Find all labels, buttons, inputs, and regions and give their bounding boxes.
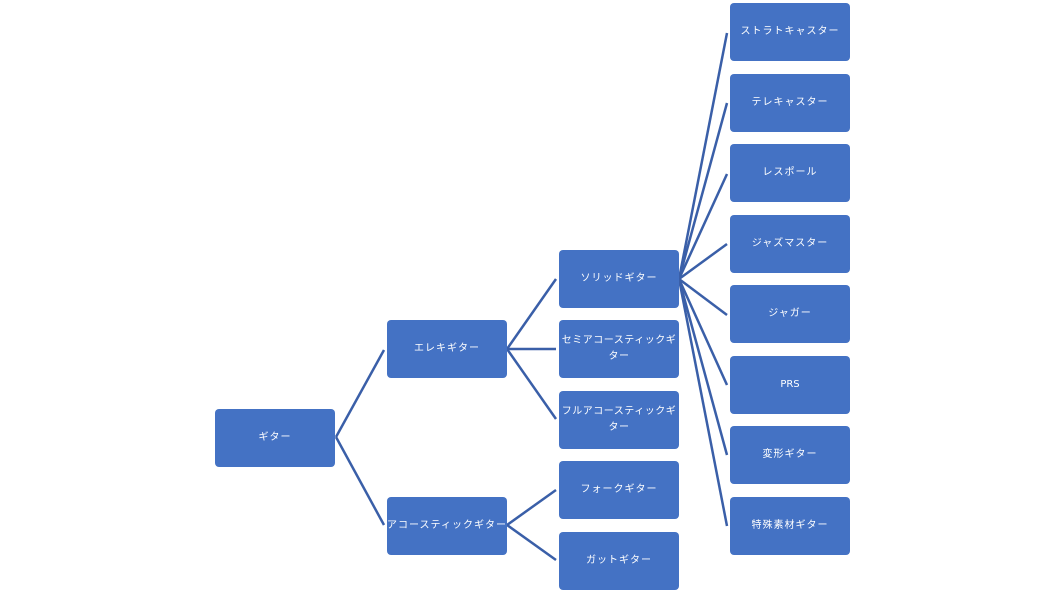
connector-solid-strat xyxy=(677,32,729,280)
node-folk-guitar[interactable]: フォークギター xyxy=(559,461,679,519)
node-label: レスポール xyxy=(762,167,818,178)
node-acoustic-guitar[interactable]: アコースティックギター xyxy=(387,497,507,555)
node-label: PRS xyxy=(780,379,800,390)
node-jaguar[interactable]: ジャガー xyxy=(730,285,850,343)
node-label: ジャズマスター xyxy=(751,238,829,249)
node-label: ギター xyxy=(258,432,292,443)
node-label: セミアコースティックギター xyxy=(561,335,677,362)
node-full-acoustic-guitar[interactable]: フルアコースティックギター xyxy=(559,391,679,449)
node-electric-guitar[interactable]: エレキギター xyxy=(387,320,507,378)
node-label: ガットギター xyxy=(586,555,652,566)
connector-solid-irregular xyxy=(677,278,729,456)
connector-root-acoustic xyxy=(334,436,386,526)
node-label: フルアコースティックギター xyxy=(561,406,677,433)
connector-solid-lespaul xyxy=(677,173,729,280)
node-label: 変形ギター xyxy=(762,449,818,460)
connector-solid-jaguar xyxy=(678,278,728,316)
node-les-paul[interactable]: レスポール xyxy=(730,144,850,202)
node-label: 特殊素材ギター xyxy=(751,520,829,531)
node-irregular-guitar[interactable]: 変形ギター xyxy=(730,426,850,484)
node-prs[interactable]: PRS xyxy=(730,356,850,414)
node-label: ソリッドギター xyxy=(580,273,658,284)
node-label: アコースティックギター xyxy=(387,520,507,531)
connector-electric-full xyxy=(505,348,558,420)
connector-solid-jazzmaster xyxy=(678,242,728,281)
node-jazzmaster[interactable]: ジャズマスター xyxy=(730,215,850,273)
connector-acoustic-folk xyxy=(506,488,557,527)
connector-solid-prs xyxy=(677,278,729,386)
connector-solid-special xyxy=(677,278,729,527)
node-label: ジャガー xyxy=(768,308,812,319)
connector-electric-solid xyxy=(505,278,558,350)
node-special-material-guitar[interactable]: 特殊素材ギター xyxy=(730,497,850,555)
node-label: テレキャスター xyxy=(751,97,829,108)
node-guitar[interactable]: ギター xyxy=(215,409,335,467)
connector-root-electric xyxy=(334,349,386,438)
connector-acoustic-gut xyxy=(506,523,557,562)
connector-solid-tele xyxy=(677,102,729,280)
node-stratocaster[interactable]: ストラトキャスター xyxy=(730,3,850,61)
node-semi-acoustic-guitar[interactable]: セミアコースティックギター xyxy=(559,320,679,378)
node-gut-guitar[interactable]: ガットギター xyxy=(559,532,679,590)
node-label: エレキギター xyxy=(414,343,480,354)
node-label: ストラトキャスター xyxy=(740,26,840,37)
node-telecaster[interactable]: テレキャスター xyxy=(730,74,850,132)
node-label: フォークギター xyxy=(580,484,658,495)
node-solid-guitar[interactable]: ソリッドギター xyxy=(559,250,679,308)
